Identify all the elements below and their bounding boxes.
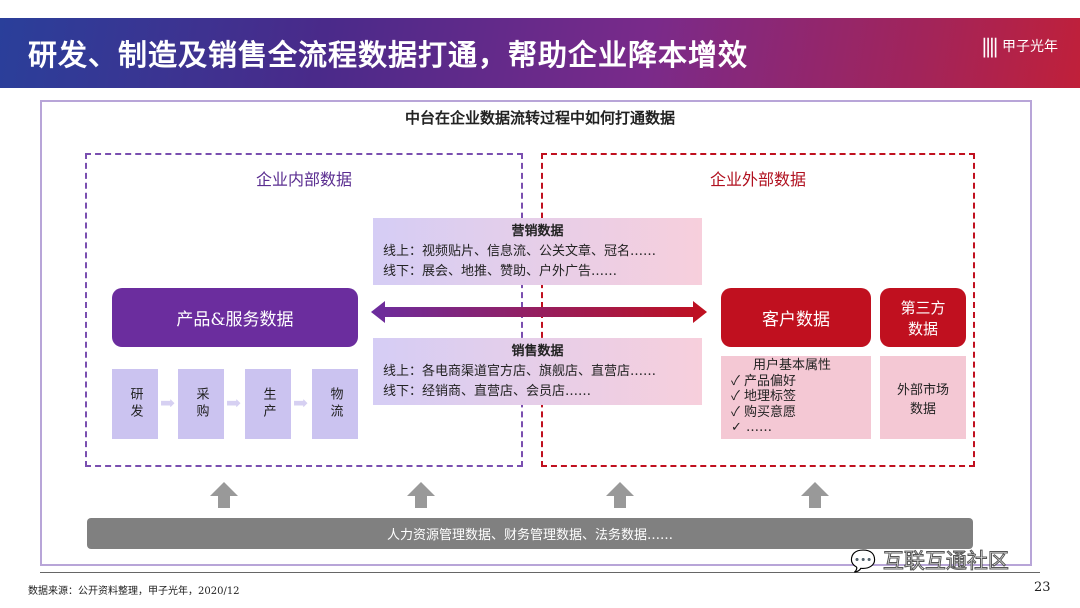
third-party-data-box: 第三方数据	[880, 288, 966, 347]
up-arrow-icon	[210, 482, 238, 496]
marketing-data-box: 营销数据 线上：视频贴片、信息流、公关文章、冠名…… 线下：展会、地推、赞助、户…	[373, 218, 702, 285]
diagram-title: 中台在企业数据流转过程中如何打通数据	[404, 109, 675, 127]
step-procurement: 采购	[178, 369, 224, 439]
customer-attributes-box: 用户基本属性 ✓ 产品偏好 ✓ 地理标签 ✓ 购买意愿 ✓ ……	[721, 356, 871, 439]
attr-item: ✓ 购买意愿	[731, 404, 797, 420]
footer-divider	[40, 572, 1040, 573]
step-logistics: 物流	[312, 369, 358, 439]
step-rnd: 研发	[112, 369, 158, 439]
diagram-frame	[40, 100, 1032, 566]
wechat-icon: 💬	[850, 549, 877, 573]
external-market-data-box: 外部市场数据	[880, 356, 966, 439]
up-arrow-icon	[407, 482, 435, 496]
data-source: 数据来源：公开资料整理，甲子光年，2020/12	[28, 586, 240, 597]
header-banner: 研发、制造及销售全流程数据打通，帮助企业降本增效 ||||甲子光年	[0, 18, 1080, 88]
attr-item: ✓ 地理标签	[731, 389, 797, 404]
base-data-bar: 人力资源管理数据、财务管理数据、法务数据……	[87, 518, 973, 549]
wechat-watermark: 💬 互联互通社区	[850, 549, 1009, 574]
sales-data-box: 销售数据 线上：各电商渠道官方店、旗舰店、直营店…… 线下：经销商、直营店、会员…	[373, 338, 702, 405]
marketing-title: 营销数据	[511, 224, 564, 239]
step-production: 生产	[245, 369, 291, 439]
attr-item: ✓ ……	[731, 420, 773, 435]
arrow-right-icon: ➡	[226, 393, 242, 414]
attr-item: ✓ 产品偏好	[731, 373, 797, 389]
brand-logo: ||||甲子光年	[981, 34, 1058, 58]
marketing-offline: 线下：展会、地推、赞助、户外广告……	[383, 264, 618, 279]
logo-text: 甲子光年	[1002, 39, 1058, 55]
sales-title: 销售数据	[511, 344, 564, 359]
page-title: 研发、制造及销售全流程数据打通，帮助企业降本增效	[28, 38, 749, 72]
internal-data-label: 企业内部数据	[255, 170, 352, 189]
logo-bars-icon: ||||	[981, 34, 999, 58]
sales-offline: 线下：经销商、直营店、会员店……	[383, 384, 592, 399]
up-arrow-icon	[801, 482, 829, 496]
product-service-data-box: 产品&服务数据	[112, 288, 358, 347]
up-arrow-icon	[606, 482, 634, 496]
attrs-title: 用户基本属性	[753, 358, 832, 373]
arrow-right-icon: ➡	[293, 393, 309, 414]
page-number: 23	[1034, 580, 1051, 595]
external-data-label: 企业外部数据	[709, 170, 806, 189]
bidirectional-arrow-icon	[371, 301, 707, 323]
arrow-right-icon: ➡	[160, 393, 176, 414]
sales-online: 线上：各电商渠道官方店、旗舰店、直营店……	[383, 364, 657, 379]
customer-data-box: 客户数据	[721, 288, 871, 347]
marketing-online: 线上：视频贴片、信息流、公关文章、冠名……	[383, 244, 657, 259]
